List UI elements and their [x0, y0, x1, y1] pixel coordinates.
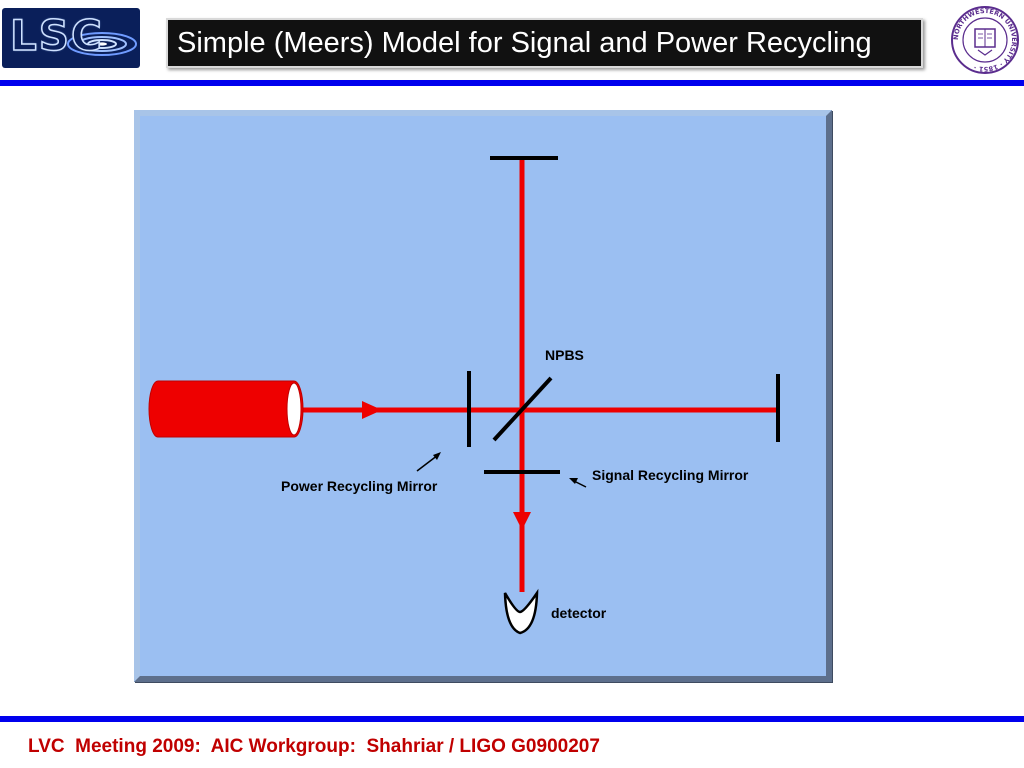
lsc-logo-swirl	[67, 32, 137, 56]
beam-arrow-right	[362, 401, 382, 419]
signal-recycling-pointer	[569, 478, 587, 488]
northwestern-seal-logo: NORTHWESTERN UNIVERSITY · 1851 ·	[951, 6, 1019, 74]
footer-rule	[0, 716, 1024, 722]
npbs-label: NPBS	[545, 347, 584, 363]
lsc-logo: LSC	[2, 8, 140, 68]
detector-label: detector	[551, 605, 607, 621]
detector-icon	[503, 588, 539, 635]
slide-title: Simple (Meers) Model for Signal and Powe…	[166, 18, 923, 68]
footer-text: LVC Meeting 2009: AIC Workgroup: Shahria…	[28, 736, 600, 757]
header-rule	[0, 80, 1024, 86]
power-recycling-pointer	[416, 452, 441, 472]
beam-arrow-down	[513, 512, 531, 530]
signal-recycling-mirror-label: Signal Recycling Mirror	[592, 467, 749, 483]
power-recycling-mirror-label: Power Recycling Mirror	[281, 478, 438, 494]
laser-source	[148, 380, 304, 438]
npbs-beam-splitter	[492, 376, 553, 442]
lsc-logo-text: LSC	[9, 10, 104, 61]
